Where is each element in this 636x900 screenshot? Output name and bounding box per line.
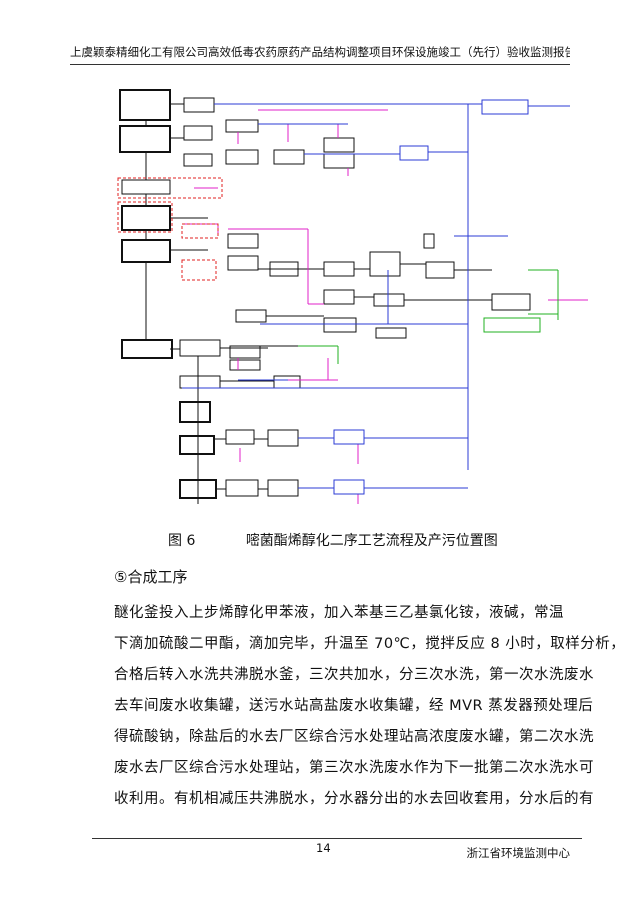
process-box xyxy=(323,153,355,169)
process-box xyxy=(273,375,301,389)
paragraph-line: 去车间废水收集罐，送污水站高盐废水收集罐，经 MVR 蒸发器预处理后 xyxy=(114,698,594,714)
process-box xyxy=(121,239,171,263)
process-box xyxy=(399,145,429,161)
process-box xyxy=(179,375,221,389)
footer-org: 浙江省环境监测中心 xyxy=(466,846,571,860)
process-box xyxy=(183,97,215,113)
paragraph-line: 废水去厂区综合污水处理站，第三次水洗废水作为下一批第二次水洗水可 xyxy=(114,760,594,776)
process-box xyxy=(121,339,173,359)
page-footer: 14 浙江省环境监测中心 xyxy=(92,838,582,860)
process-flow-diagram xyxy=(117,89,588,504)
page-header: 上虞颖泰精细化工有限公司高效低毒农药原药产品结构调整项目环保设施竣工（先行）验收… xyxy=(70,40,570,65)
process-box xyxy=(375,327,407,339)
paragraph-line: 收利用。有机相减压共沸脱水，分水器分出的水去回收套用，分水后的有 xyxy=(114,791,594,807)
process-box xyxy=(227,255,259,271)
paragraph-line: 下滴加硫酸二甲酯，滴加完毕，升温至 70℃，搅拌反应 8 小时，取样分析， xyxy=(114,636,626,652)
process-box xyxy=(333,479,365,495)
process-box xyxy=(183,125,213,141)
process-box xyxy=(179,401,211,423)
process-box xyxy=(333,429,365,445)
process-box xyxy=(179,339,221,357)
process-box xyxy=(227,233,259,249)
process-box xyxy=(117,201,173,233)
process-box xyxy=(235,309,267,323)
process-box xyxy=(117,177,223,199)
process-box xyxy=(225,119,259,133)
process-box xyxy=(267,429,299,447)
process-box xyxy=(267,479,299,497)
figure-title: 嘧菌酯烯醇化二序工艺流程及产污位置图 xyxy=(245,533,498,549)
process-box xyxy=(483,317,541,333)
section-heading: ⑤合成工序 xyxy=(114,568,188,586)
process-box xyxy=(425,261,455,279)
process-box xyxy=(119,125,171,153)
process-box xyxy=(323,317,357,333)
process-box xyxy=(373,293,405,307)
process-box xyxy=(183,153,213,167)
paragraph-line: 合格后转入水洗共沸脱水釜，三次共加水，分三次水洗，第一次水洗废水 xyxy=(114,667,594,683)
process-box xyxy=(179,435,215,455)
process-box xyxy=(423,233,435,249)
paragraph-line: 醚化釜投入上步烯醇化甲苯液，加入苯基三乙基氯化铵，液碱，常温 xyxy=(114,605,564,621)
process-box xyxy=(225,479,259,497)
process-box xyxy=(323,137,355,153)
process-box xyxy=(121,179,171,195)
figure-caption: 图 6 嘧菌酯烯醇化二序工艺流程及产污位置图 xyxy=(168,530,508,550)
process-box xyxy=(323,289,355,305)
process-box xyxy=(181,223,219,239)
process-box xyxy=(229,359,261,371)
process-box xyxy=(323,261,355,277)
process-box xyxy=(481,99,529,115)
body-paragraph: 醚化釜投入上步烯醇化甲苯液，加入苯基三乙基氯化铵，液碱，常温 下滴加硫酸二甲酯，… xyxy=(114,598,626,815)
process-box xyxy=(121,205,171,231)
process-box xyxy=(119,89,171,121)
process-box xyxy=(225,429,255,445)
process-box xyxy=(491,293,531,311)
process-box xyxy=(229,345,261,359)
process-box xyxy=(273,149,305,165)
process-box xyxy=(181,259,217,281)
figure-number: 图 6 xyxy=(168,533,196,549)
process-box xyxy=(225,149,259,165)
page-number: 14 xyxy=(316,841,331,855)
paragraph-line: 得硫酸钠，除盐后的水去厂区综合污水处理站高浓度废水罐，第二次水洗 xyxy=(114,729,594,745)
process-box xyxy=(369,251,401,277)
